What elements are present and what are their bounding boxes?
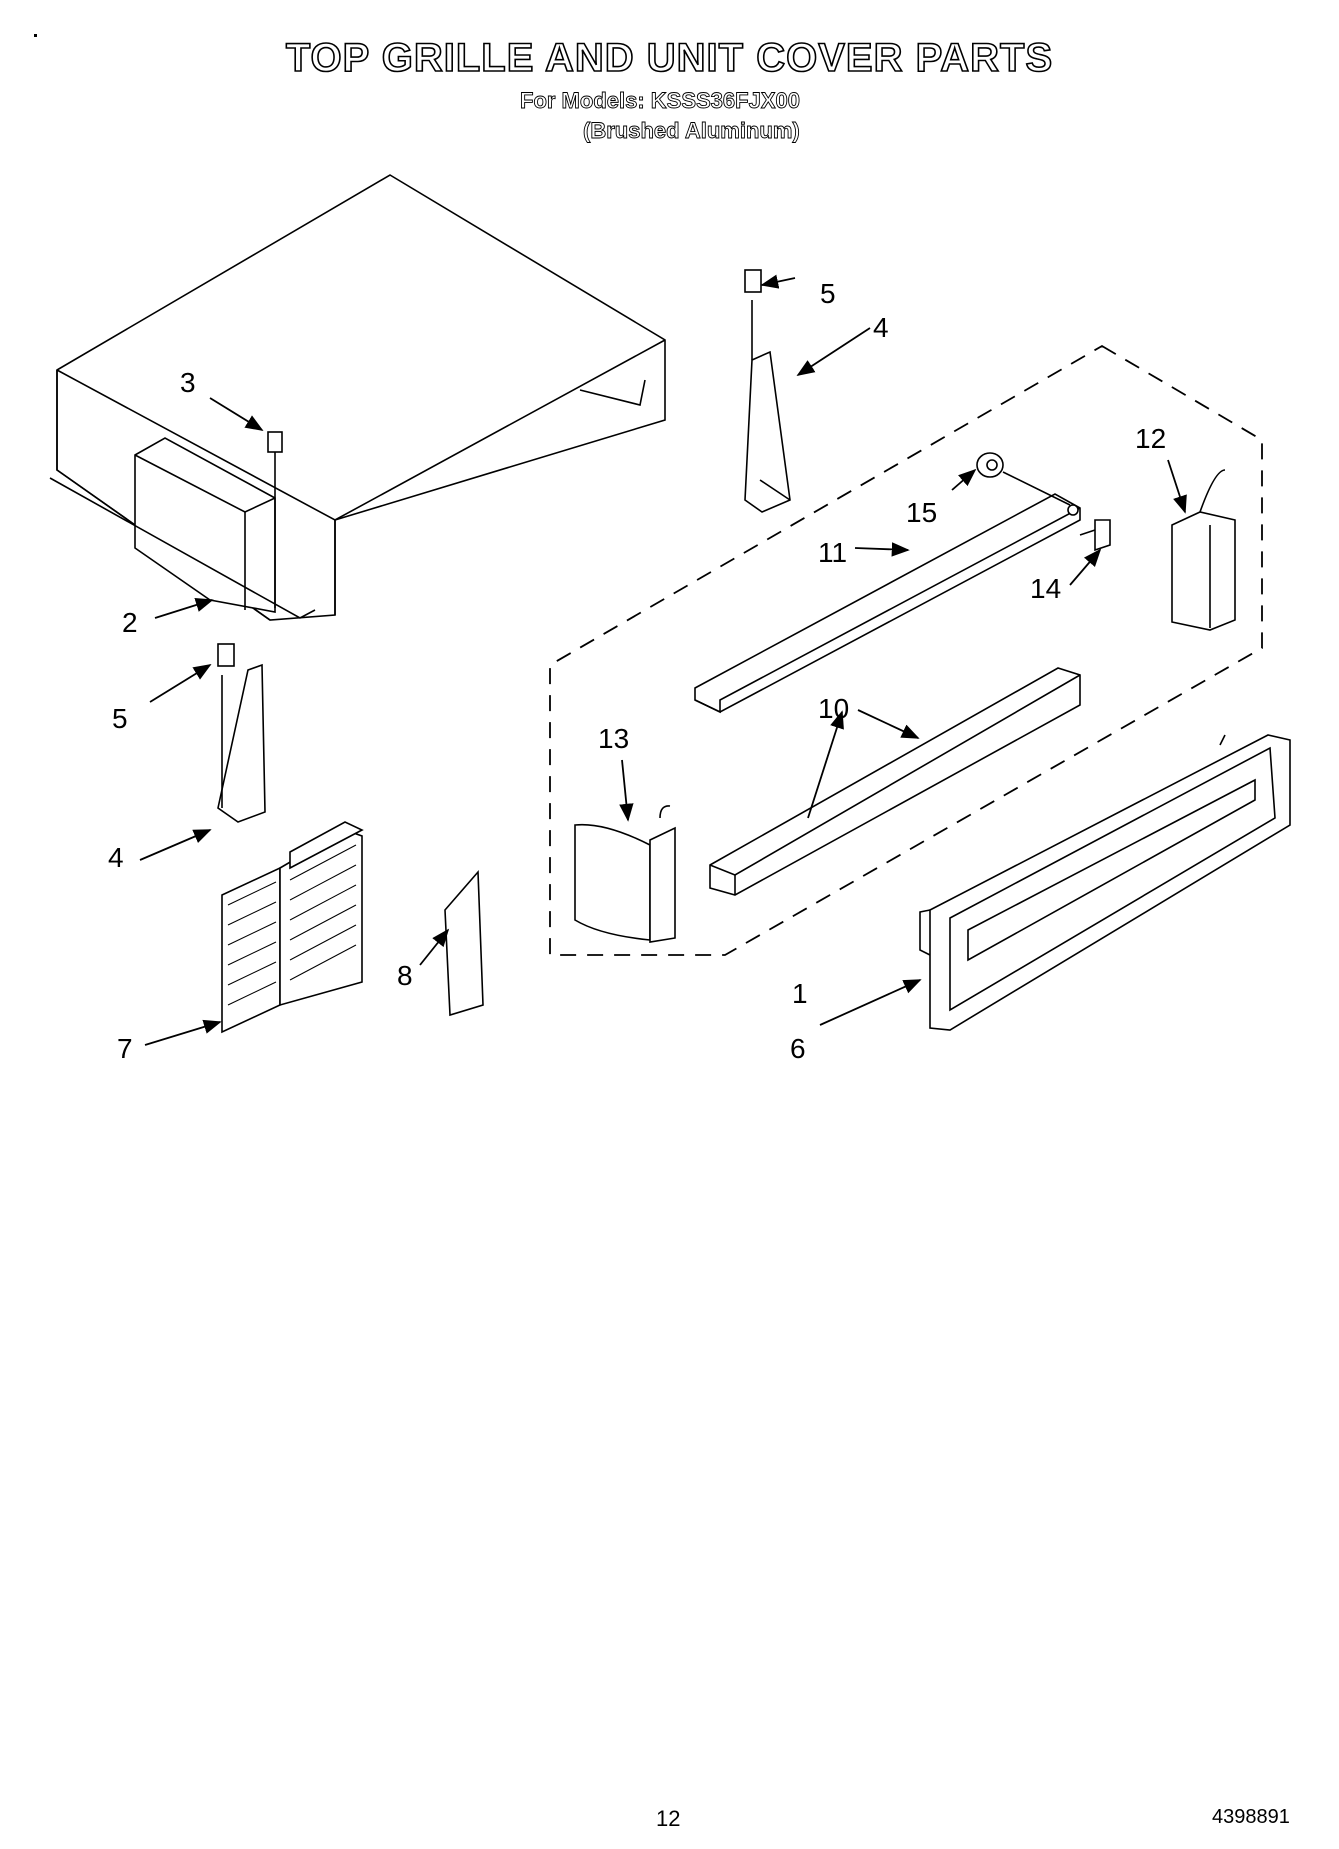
channel-part-11 — [694, 493, 1081, 714]
callout: 4 — [873, 312, 889, 343]
nut-part-15 — [976, 452, 1071, 506]
callout: 5 — [820, 278, 836, 309]
screw-part-3 — [267, 431, 283, 608]
callout: 10 — [818, 693, 849, 724]
leader-arrows — [139, 274, 1187, 1046]
callout: 6 — [790, 1033, 806, 1064]
callout: 11 — [818, 537, 847, 568]
callout: 7 — [117, 1033, 133, 1064]
scan-mark — [34, 34, 37, 37]
page-title: TOP GRILLE AND UNIT COVER PARTS — [285, 35, 1054, 81]
bracket-part-8 — [444, 869, 484, 1017]
callout: 8 — [397, 960, 413, 991]
bracket-part-4-lower — [217, 663, 266, 823]
finish-line: (Brushed Aluminum) — [583, 118, 801, 144]
callout: 13 — [598, 723, 629, 754]
bolt-part-14 — [1079, 519, 1111, 552]
callout: 5 — [112, 703, 128, 734]
document-number: 4398891 — [1212, 1806, 1290, 1828]
unit-cover-part-2 — [49, 174, 666, 621]
end-cap-part-13 — [574, 805, 676, 943]
models-line: For Models: KSSS36FJX00 — [520, 88, 801, 114]
screw-part-5-lower — [217, 643, 235, 667]
callout: 2 — [122, 607, 138, 638]
end-cap-part-12 — [1171, 469, 1236, 631]
grille-part-7 — [221, 821, 364, 1034]
trim-panel-part-6 — [919, 734, 1291, 1031]
callout: 4 — [108, 842, 124, 873]
assembly-outline-part-1 — [549, 344, 1263, 956]
callout: 3 — [180, 367, 196, 398]
page-number: 12 — [656, 1806, 681, 1831]
bracket-part-4-upper — [744, 300, 791, 513]
channel-part-10 — [709, 667, 1081, 896]
callout: 15 — [906, 497, 937, 528]
callout: 12 — [1135, 423, 1166, 454]
screw-part-5-upper — [744, 269, 762, 293]
callout: 1 — [792, 978, 808, 1009]
callout: 14 — [1030, 573, 1061, 604]
